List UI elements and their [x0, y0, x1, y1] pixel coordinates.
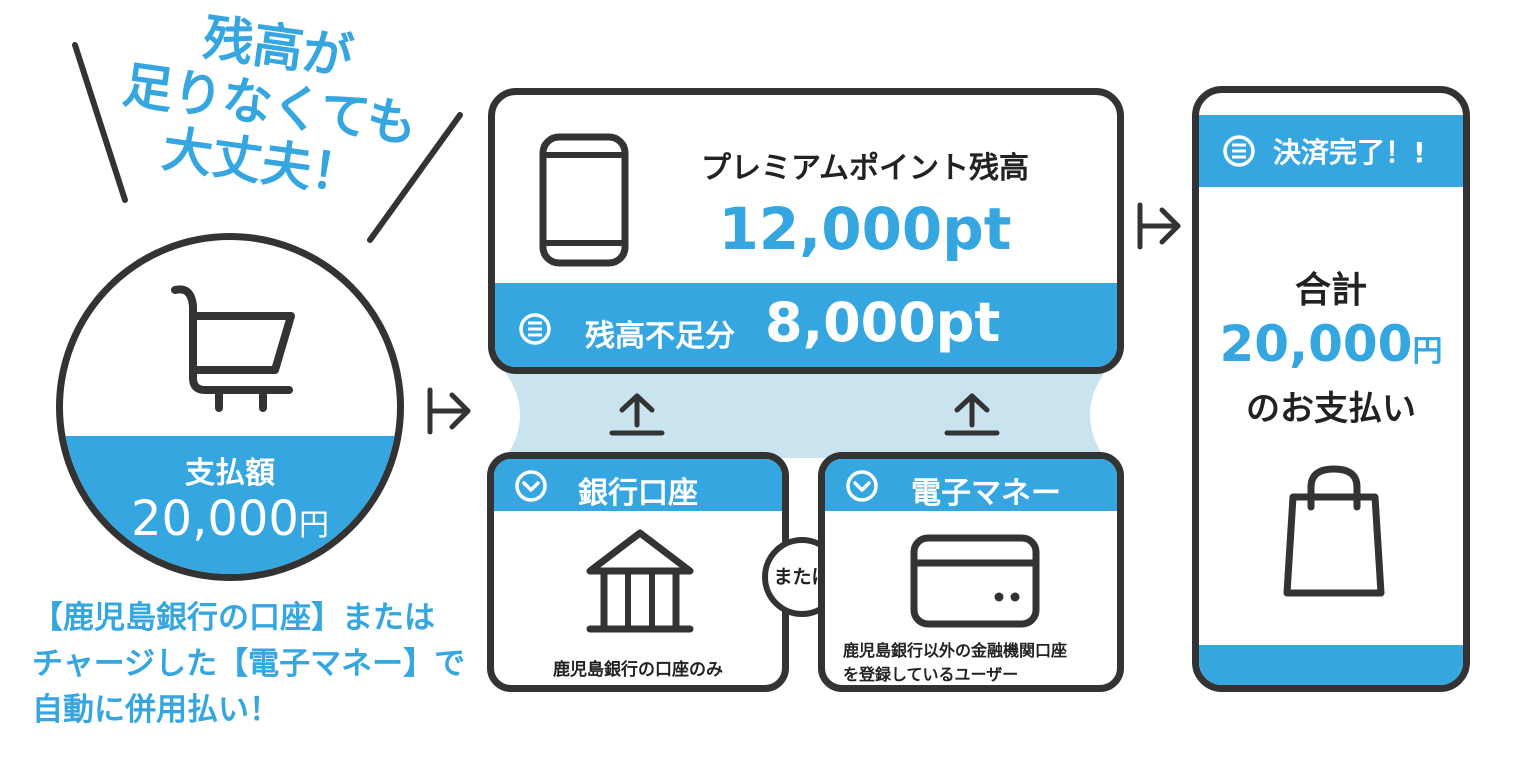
complete-header: 決済完了！!: [1199, 115, 1463, 187]
smartphone-icon: [539, 133, 629, 267]
emoney-header: 電子マネー: [825, 459, 1117, 511]
left-slash-line: [72, 42, 128, 203]
bank-card: 銀行口座 鹿児島銀行の口座のみ: [487, 452, 789, 692]
bank-title: 銀行口座: [578, 476, 698, 511]
payment-unit: 円: [298, 508, 329, 543]
emoney-note-line: を登録しているユーザー: [843, 665, 1019, 684]
usage-note-line: チャージした【電子マネー】で: [32, 646, 466, 682]
total-suffix: のお支払い: [1246, 389, 1416, 429]
menu-circle-icon: [1223, 135, 1255, 167]
shortage-value: 8,000pt: [765, 291, 1001, 354]
connector-band: [505, 372, 1105, 458]
payment-label: 支払額: [185, 456, 275, 491]
usage-note: 【鹿児島銀行の口座】または チャージした【電子マネー】で 自動に併用払い！: [32, 595, 472, 733]
arrow-up-icon: [609, 393, 665, 436]
emoney-note-line: 鹿児島銀行以外の金融機関口座: [843, 641, 1068, 660]
right-slash-line: [367, 112, 463, 243]
points-card: プレミアムポイント残高 12,000pt 残高不足分 8,000pt: [488, 88, 1124, 374]
payment-circle: 支払額 20,000円: [56, 233, 404, 581]
emoney-title: 電子マネー: [911, 476, 1061, 511]
payment-amount: 20,000: [131, 491, 299, 547]
arrow-up-icon: [944, 393, 1000, 436]
shopping-cart-icon: [171, 285, 295, 412]
payment-complete-card: 決済完了！! 合計 20,000円 のお支払い: [1192, 86, 1470, 692]
arrow-right-icon: [1137, 202, 1181, 250]
complete-title: 決済完了！!: [1273, 136, 1426, 169]
payment-amount-row: 20,000円: [63, 492, 397, 553]
total-amount-row: 20,000円: [1199, 315, 1463, 373]
payment-band: 支払額 20,000円: [63, 436, 397, 574]
bank-building-icon: [586, 529, 694, 633]
credit-card-icon: [910, 534, 1040, 628]
points-title: プレミアムポイント残高: [701, 151, 1029, 186]
arrow-right-icon: [427, 387, 471, 435]
emoney-card: 電子マネー 鹿児島銀行以外の金融機関口座 を登録しているユーザー: [818, 452, 1124, 692]
bank-header: 銀行口座: [494, 459, 782, 511]
shortage-band: 残高不足分 8,000pt: [495, 283, 1117, 367]
emoney-note: 鹿児島銀行以外の金融機関口座 を登録しているユーザー: [843, 639, 1068, 685]
total-amount: 20,000: [1219, 315, 1413, 373]
total-label: 合計: [1294, 270, 1367, 311]
points-balance: 12,000pt: [718, 195, 1012, 263]
menu-circle-icon: [519, 313, 551, 345]
bank-note: 鹿児島銀行の口座のみ: [553, 660, 723, 680]
total-unit: 円: [1412, 334, 1443, 369]
shopping-bag-icon: [1283, 465, 1385, 597]
complete-footer-band: [1199, 645, 1463, 685]
usage-note-line: 自動に併用払い！: [32, 692, 280, 728]
chevron-down-icon: [846, 470, 878, 502]
usage-note-line: 【鹿児島銀行の口座】または: [32, 600, 435, 636]
chevron-down-icon: [515, 470, 547, 502]
shortage-label: 残高不足分: [585, 319, 735, 354]
